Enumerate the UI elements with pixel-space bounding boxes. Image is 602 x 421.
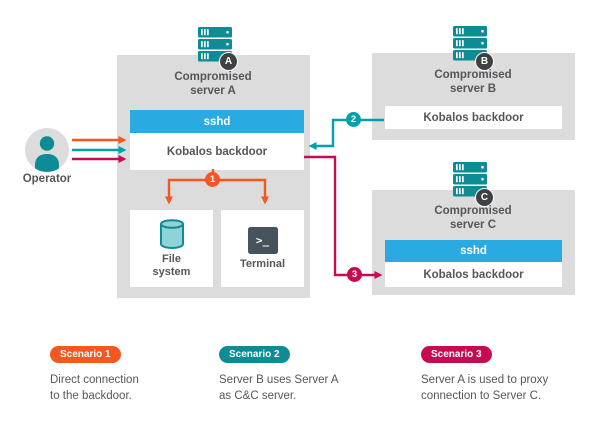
scenario3-pill: Scenario 3	[421, 346, 492, 363]
server-c-sshd-label: sshd	[460, 245, 487, 257]
server-c-backdoor-box: Kobalos backdoor	[385, 262, 562, 287]
file-system-label: File system	[152, 252, 191, 278]
scenario1-pill: Scenario 1	[50, 346, 121, 363]
scenario1-description: Direct connection to the backdoor.	[50, 374, 139, 403]
server-c-backdoor-label: Kobalos backdoor	[423, 268, 524, 281]
server-b-panel: Kobalos backdoor	[372, 53, 575, 140]
server-c-panel: sshd Kobalos backdoor	[372, 190, 575, 295]
terminal-label: Terminal	[239, 257, 286, 270]
server-c-title: Compromised server C	[434, 205, 512, 232]
server-a-title: Compromised server A	[174, 71, 252, 98]
terminal-prompt-icon: >_	[247, 226, 278, 254]
server-b-letter-badge: B	[475, 52, 494, 71]
server-a-letter-badge: A	[219, 52, 238, 71]
legend-scenario3: Scenario 3 Server A is used to proxy con…	[421, 344, 586, 404]
scenario1-number-badge: 1	[205, 172, 220, 187]
server-b-title: Compromised server B	[434, 69, 512, 96]
scenario3-description: Server A is used to proxy connection to …	[421, 374, 549, 403]
scenario3-connector	[304, 155, 383, 280]
operator-person-icon	[25, 128, 69, 172]
file-system-box: File system	[130, 210, 213, 287]
operator-avatar	[24, 127, 70, 178]
terminal-box: >_ Terminal	[221, 210, 304, 287]
server-c-rack-icon	[453, 162, 487, 197]
server-a-backdoor-box: Kobalos backdoor	[130, 133, 304, 170]
scenario2-description: Server B uses Server A as C&C server.	[219, 374, 339, 403]
legend-scenario1: Scenario 1 Direct connection to the back…	[50, 344, 180, 404]
server-c-sshd-bar: sshd	[385, 240, 562, 262]
server-a-backdoor-label: Kobalos backdoor	[166, 145, 268, 158]
server-a-panel: sshd Kobalos backdoor File system >_ Ter…	[117, 55, 310, 298]
server-b-backdoor-label: Kobalos backdoor	[423, 111, 524, 124]
scenario3-number-badge: 3	[347, 267, 362, 282]
database-cylinder-icon	[159, 219, 184, 249]
server-c-letter-badge: C	[475, 188, 494, 207]
legend-scenario2: Scenario 2 Server B uses Server A as C&C…	[219, 344, 379, 404]
server-a-sshd-bar: sshd	[130, 110, 304, 133]
server-b-backdoor-box: Kobalos backdoor	[385, 106, 562, 129]
scenario2-number-badge: 2	[346, 112, 361, 127]
operator-label: Operator	[22, 173, 72, 185]
scenario2-pill: Scenario 2	[219, 346, 290, 363]
server-a-sshd-label: sshd	[203, 115, 231, 128]
